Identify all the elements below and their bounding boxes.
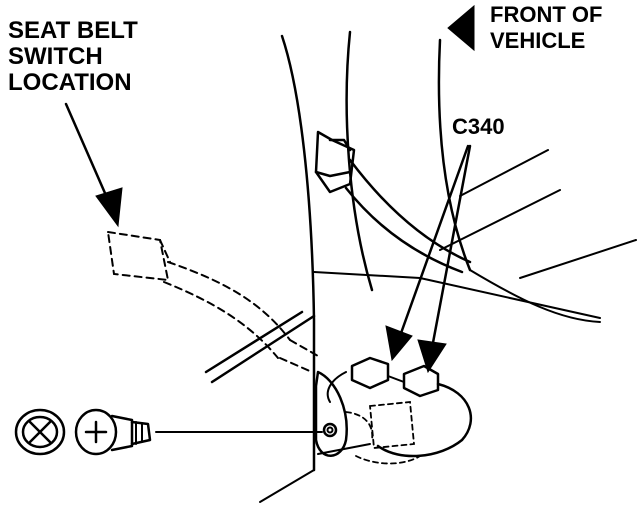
seat-belt-switch-label-line2: SWITCH — [8, 43, 103, 70]
seat-belt-switch-label-line3: LOCATION — [8, 69, 132, 96]
front-of-vehicle-label-line1: FRONT OF — [490, 2, 602, 27]
front-of-vehicle-label-line2: VEHICLE — [490, 28, 585, 53]
front-direction-arrow-icon — [447, 4, 475, 52]
seat-belt-switch-label-line1: SEAT BELT — [8, 17, 138, 44]
mounting-bolt — [14, 408, 323, 456]
seat-body-outline — [204, 30, 637, 503]
connector-c340 — [326, 356, 473, 458]
seat-belt-buckle-switch — [106, 230, 319, 373]
anchor-plate — [314, 370, 348, 457]
switch-location-leader-arrow — [64, 102, 123, 228]
connector-c340-label: C340 — [452, 114, 505, 139]
switch-body-dashed — [345, 401, 421, 465]
c340-leader-arrows — [385, 144, 472, 374]
seat-belt-latch — [314, 130, 472, 274]
